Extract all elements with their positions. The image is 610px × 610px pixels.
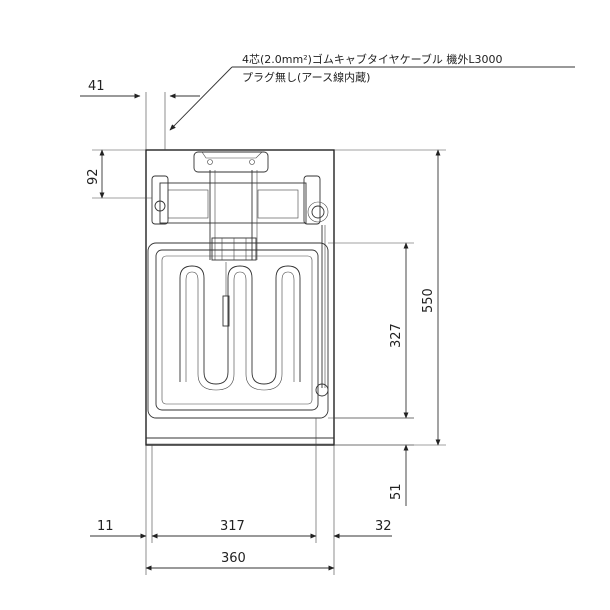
cable-note-line1: 4芯(2.0mm²)ゴムキャブタイヤケーブル 機外L3000 (242, 52, 503, 66)
dim-total-height: 550 (421, 288, 436, 313)
left-knob (151, 175, 169, 225)
oil-basin (147, 237, 329, 419)
basin-inner (155, 249, 319, 411)
cable-note: 4芯(2.0mm²)ゴムキャブタイヤケーブル 機外L3000 プラグ無し(アース… (169, 52, 575, 131)
control-box-inner-right (257, 189, 299, 219)
horizontal-dimensions: 11 317 32 360 (90, 418, 392, 575)
control-box-inner (167, 189, 209, 219)
dim-total-width: 360 (221, 551, 246, 566)
drain-valve (315, 383, 329, 397)
dim-top-offset: 41 (88, 79, 105, 94)
dim-basin-width: 317 (220, 519, 245, 534)
vertical-dimensions: 41 92 550 327 51 (80, 79, 446, 506)
left-knob-dial (154, 200, 166, 212)
hanger-bolt-right (249, 159, 255, 165)
heating-element (179, 265, 301, 385)
dim-bottom-height: 51 (389, 483, 404, 500)
basin-outer (147, 242, 329, 419)
right-knob-dial-outer (307, 201, 329, 223)
cable-note-line2: プラグ無し(アース線内蔵) (242, 70, 370, 84)
dim-basin-height: 327 (389, 323, 404, 348)
hanger-bolt-left (207, 159, 213, 165)
right-knob-dial (311, 205, 325, 219)
control-head (151, 151, 329, 388)
hanger-top-notch (201, 151, 263, 159)
hanger-top (193, 151, 269, 173)
basin-inner-2 (161, 255, 313, 405)
dim-head-height: 92 (86, 168, 101, 185)
control-box (159, 182, 307, 224)
fryer-body (145, 149, 335, 446)
right-knob (303, 175, 321, 225)
dim-left-margin: 11 (97, 519, 114, 534)
dim-right-margin: 32 (375, 519, 392, 534)
fryer-outline (145, 149, 335, 446)
leader-line-diagonal (169, 66, 233, 131)
heating-element-inner (185, 271, 295, 391)
